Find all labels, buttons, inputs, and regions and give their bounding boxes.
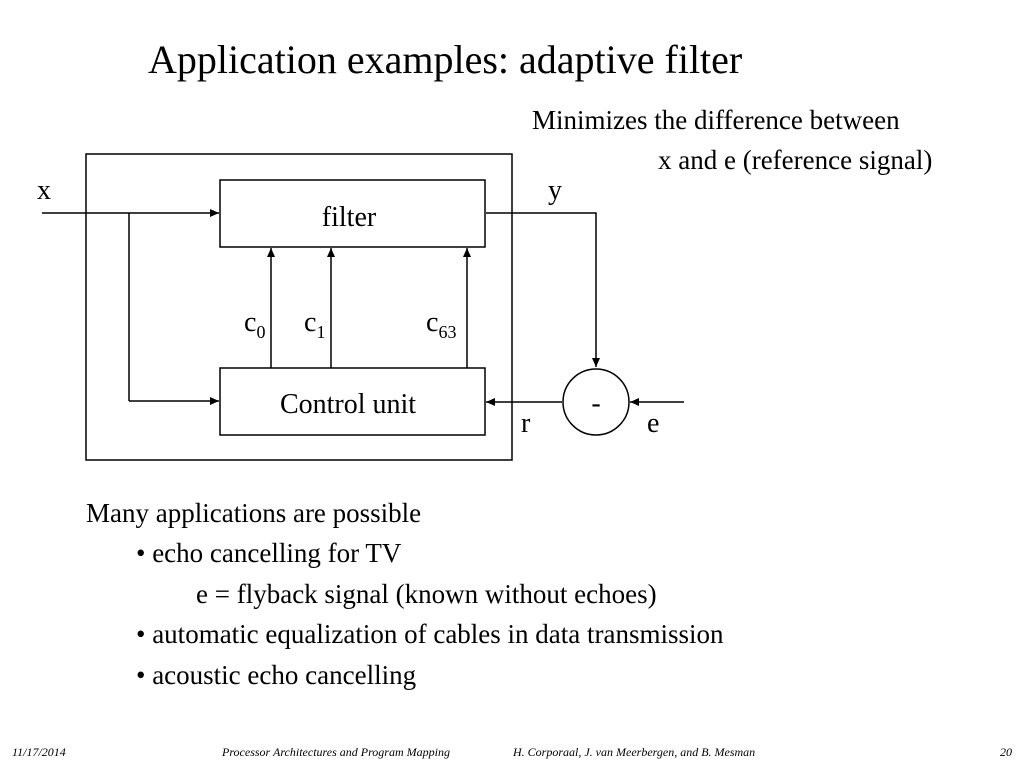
output-y-label: y bbox=[548, 175, 562, 206]
subtractor-symbol: - bbox=[591, 388, 600, 419]
coeff-c1-label: c1 bbox=[304, 307, 325, 342]
note-line-1: Minimizes the difference between bbox=[532, 105, 900, 135]
filter-block bbox=[219, 179, 486, 248]
control-unit-label: Control unit bbox=[280, 389, 416, 420]
coeff-c63-label: c63 bbox=[426, 307, 456, 342]
bullet-automatic-equalization: • automatic equalization of cables in da… bbox=[136, 619, 724, 649]
applications-heading: Many applications are possible bbox=[86, 498, 422, 528]
outer-box bbox=[85, 153, 513, 461]
footer-course: Processor Architectures and Program Mapp… bbox=[222, 745, 450, 759]
coeff-c0-label: c0 bbox=[244, 307, 265, 342]
sub-item-flyback-signal: e = flyback signal (known without echoes… bbox=[196, 579, 657, 609]
slide-title: Application examples: adaptive filter bbox=[148, 37, 743, 82]
bullet-acoustic-echo: • acoustic echo cancelling bbox=[136, 660, 417, 690]
e-label: e bbox=[647, 408, 659, 439]
input-x-label: x bbox=[37, 175, 51, 206]
footer-date: 11/17/2014 bbox=[12, 745, 66, 759]
footer-authors: H. Corporaal, J. van Meerbergen, and B. … bbox=[513, 745, 756, 759]
note-line-2: x and e (reference signal) bbox=[658, 145, 933, 175]
control-unit-block bbox=[219, 367, 486, 436]
bullet-echo-cancelling-tv: • echo cancelling for TV bbox=[136, 538, 402, 568]
filter-label: filter bbox=[322, 202, 377, 233]
subtractor-node bbox=[562, 368, 630, 436]
footer-page-number: 20 bbox=[1000, 745, 1012, 759]
r-label: r bbox=[521, 408, 531, 439]
output-y-line bbox=[486, 212, 600, 367]
